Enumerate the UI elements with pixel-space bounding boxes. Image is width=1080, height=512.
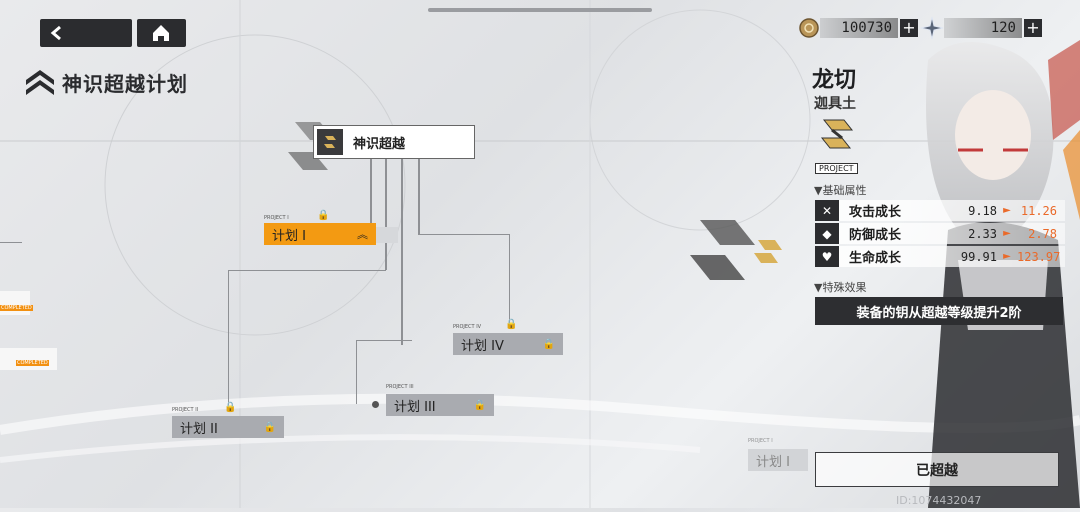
back-button[interactable] xyxy=(40,19,132,47)
project-node-1[interactable]: 计划 I ︽ xyxy=(264,223,376,245)
character-class: 迦具土 xyxy=(814,96,856,112)
node-dot xyxy=(372,401,379,408)
stat-new-value: 123.97 xyxy=(1017,249,1061,264)
root-node-label: 神识超越 xyxy=(353,136,406,152)
page-title-row: 神识超越计划 xyxy=(24,66,188,98)
lock-icon: 🔒 xyxy=(505,319,518,330)
attack-icon: ✕ xyxy=(815,200,839,221)
stat-old-value: 2.33 xyxy=(968,226,997,241)
connector xyxy=(228,270,229,405)
star-crystal-icon xyxy=(920,16,944,40)
connector xyxy=(356,340,412,341)
stat-arrow: ► xyxy=(1003,228,1011,239)
stat-name: 攻击成长 xyxy=(849,205,902,220)
crystal-value: 120 xyxy=(944,18,1022,38)
completed-badge: COMPLETED xyxy=(0,291,33,315)
connector xyxy=(418,234,510,235)
node-tag: PROJECT II xyxy=(172,407,199,413)
project-node-3[interactable]: 计划 III 🔒 xyxy=(386,394,494,416)
home-button[interactable] xyxy=(137,19,186,47)
connector xyxy=(356,340,357,404)
special-effects-header: ▼特殊效果 xyxy=(814,281,867,294)
project-node-4[interactable]: 计划 IV 🔒 xyxy=(453,333,563,355)
node-tag: PROJECT IV xyxy=(453,324,482,330)
stat-name: 防御成长 xyxy=(849,228,902,243)
base-stats-header: ▼基础属性 xyxy=(814,184,867,197)
project-node-2[interactable]: 计划 II 🔒 xyxy=(172,416,284,438)
project-node-faded[interactable]: 计划 I xyxy=(748,449,808,471)
coin-icon xyxy=(799,18,819,38)
transcended-label: 已超越 xyxy=(916,462,958,479)
stat-name: 生命成长 xyxy=(849,251,902,266)
node-label: 计划 III xyxy=(394,399,436,415)
stat-row-attack: ✕ 攻击成长 9.18 ► 11.26 xyxy=(815,200,1065,221)
heart-icon: ♥ xyxy=(815,246,839,267)
lock-icon: 🔒 xyxy=(542,338,555,350)
node-label: 计划 I xyxy=(272,228,306,244)
large-emblem-icon xyxy=(690,220,782,280)
defense-icon: ◆ xyxy=(815,223,839,244)
currency-coins: 100730 + xyxy=(798,18,918,38)
chevron-stack-icon xyxy=(26,70,54,95)
root-node-icon xyxy=(317,129,343,155)
connector xyxy=(418,155,420,235)
project-emblem-icon xyxy=(324,136,336,148)
stat-old-value: 99.91 xyxy=(960,249,997,264)
connector xyxy=(370,155,372,225)
node-label: 计划 IV xyxy=(461,338,504,354)
node-tag: PROJECT I xyxy=(748,438,773,444)
home-icon xyxy=(153,25,169,41)
chevron-up-icon: ︽ xyxy=(357,228,368,241)
stat-arrow: ► xyxy=(1003,251,1011,262)
stat-arrow: ► xyxy=(1003,205,1011,216)
project-badge: PROJECT xyxy=(815,163,858,174)
transcended-button[interactable]: 已超越 xyxy=(815,452,1059,487)
root-node[interactable]: 神识超越 xyxy=(313,125,475,159)
lock-icon: 🔒 xyxy=(263,421,276,433)
character-panel xyxy=(808,0,1080,508)
lock-icon: 🔒 xyxy=(224,402,237,413)
node-tag: PROJECT I xyxy=(264,215,289,221)
stat-row-defense: ◆ 防御成长 2.33 ► 2.78 xyxy=(815,223,1065,244)
stat-old-value: 9.18 xyxy=(968,203,997,218)
character-name: 龙切 xyxy=(812,68,857,93)
project-emblem-icon xyxy=(820,119,854,149)
character-portrait xyxy=(926,40,1080,508)
special-effect-text: 装备的钥从超越等级提升2阶 xyxy=(856,305,1022,321)
stat-row-health: ♥ 生命成长 99.91 ► 123.97 xyxy=(815,246,1065,267)
add-coins-button[interactable]: + xyxy=(900,19,918,37)
completed-label: COMPLETED xyxy=(16,360,49,366)
stat-new-value: 2.78 xyxy=(1028,226,1057,241)
coin-value: 100730 xyxy=(820,18,898,38)
connector xyxy=(509,234,510,324)
node-label: 计划 II xyxy=(180,421,218,437)
connector xyxy=(385,155,387,270)
special-effect-banner: 装备的钥从超越等级提升2阶 xyxy=(815,297,1063,325)
completed-label: COMPLETED xyxy=(0,305,33,311)
user-id: ID:1074432047 xyxy=(896,494,982,507)
connector xyxy=(401,155,403,345)
stat-new-value: 11.26 xyxy=(1020,203,1057,218)
lock-icon: 🔒 xyxy=(317,210,330,221)
node-tag: PROJECT III xyxy=(386,384,414,390)
completed-badge: COMPLETED xyxy=(0,348,57,370)
node-shadow xyxy=(376,227,398,243)
lock-icon: 🔒 xyxy=(473,399,486,411)
connector xyxy=(228,270,386,271)
add-crystals-button[interactable]: + xyxy=(1024,19,1042,37)
node-label: 计划 I xyxy=(756,454,790,470)
top-handle[interactable] xyxy=(428,8,652,12)
currency-crystals: 120 + xyxy=(920,16,1042,40)
connector xyxy=(0,242,22,243)
back-arrow-icon xyxy=(50,25,61,41)
page-title: 神识超越计划 xyxy=(62,71,188,96)
